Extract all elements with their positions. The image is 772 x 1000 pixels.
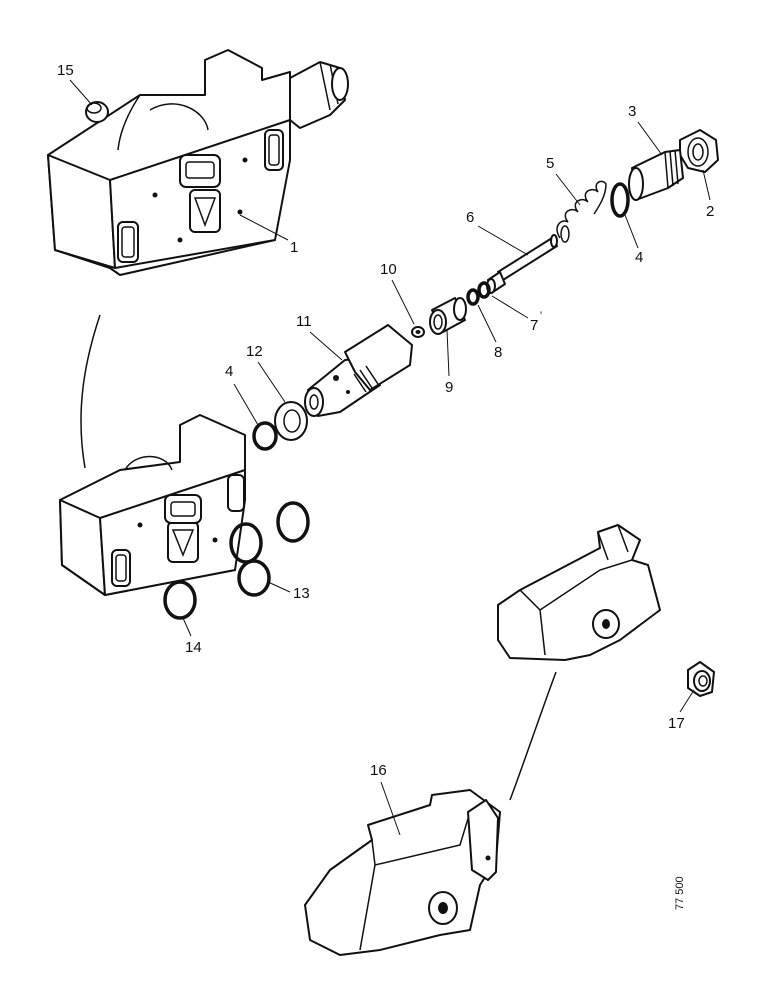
callout-2: 2 bbox=[706, 203, 714, 220]
cap-part-15 bbox=[85, 101, 109, 123]
callout-16: 16 bbox=[370, 762, 387, 779]
callout-17: 17 bbox=[668, 715, 685, 732]
callout-14: 14 bbox=[185, 639, 202, 656]
callout-15: 15 bbox=[57, 62, 74, 79]
leader-12 bbox=[257, 361, 286, 403]
callout-7: 7 bbox=[530, 317, 538, 334]
callout-4-left: 4 bbox=[225, 363, 233, 380]
leader-9 bbox=[446, 329, 450, 377]
o-ring-part-4-right bbox=[610, 182, 630, 218]
callout-12: 12 bbox=[246, 343, 263, 360]
leader-5 bbox=[555, 173, 581, 206]
leader-17 bbox=[679, 689, 695, 713]
plug-part-17 bbox=[687, 661, 715, 697]
leader-8 bbox=[477, 304, 497, 343]
leader-13 bbox=[267, 581, 291, 593]
callout-1: 1 bbox=[290, 239, 298, 256]
leader-14 bbox=[182, 617, 192, 637]
leader-4-right bbox=[624, 214, 639, 249]
callout-13: 13 bbox=[293, 585, 310, 602]
drawing-reference: 77 500 bbox=[674, 876, 686, 910]
o-ring-part-4-left bbox=[252, 421, 278, 451]
callout-8: 8 bbox=[494, 344, 502, 361]
callout-5: 5 bbox=[546, 155, 554, 172]
callout-4-right: 4 bbox=[635, 249, 643, 266]
leader-11 bbox=[309, 331, 343, 361]
nut-part-2 bbox=[679, 129, 719, 173]
sleeve-part-3 bbox=[628, 149, 684, 201]
valve-body-part-1 bbox=[47, 49, 349, 276]
callout-9: 9 bbox=[445, 379, 453, 396]
leader-2 bbox=[702, 169, 711, 201]
spool-part-6 bbox=[486, 234, 558, 294]
valve-body-lower bbox=[59, 414, 246, 596]
leader-4-left bbox=[233, 383, 259, 426]
leader-6 bbox=[477, 225, 529, 256]
sleeve-part-9 bbox=[429, 297, 467, 335]
callout-6: 6 bbox=[466, 209, 474, 226]
leader-1 bbox=[239, 214, 289, 241]
callout-11: 11 bbox=[296, 313, 312, 330]
o-ring-part-13-top-right bbox=[276, 501, 310, 543]
o-ring-part-8 bbox=[466, 288, 480, 306]
callout-10: 10 bbox=[380, 261, 397, 278]
spring-part-5 bbox=[556, 180, 607, 243]
washer-part-12 bbox=[274, 401, 308, 441]
callout-3: 3 bbox=[628, 103, 636, 120]
assembly-arrow-right bbox=[509, 671, 557, 801]
leader-3 bbox=[637, 121, 663, 156]
o-ring-part-14 bbox=[163, 580, 197, 620]
end-cover-part-16 bbox=[304, 789, 501, 956]
leader-7 bbox=[491, 295, 529, 319]
washer-part-7 bbox=[477, 281, 491, 299]
valve-housing-part-11 bbox=[304, 324, 413, 417]
ball-part-10 bbox=[411, 326, 425, 338]
o-ring-part-13 bbox=[237, 559, 271, 597]
leader-15 bbox=[69, 79, 93, 106]
leader-16 bbox=[380, 781, 401, 836]
end-cover-upper bbox=[497, 524, 661, 661]
assembly-arrow-left bbox=[80, 314, 101, 469]
leader-10 bbox=[391, 279, 415, 325]
callout-7-tick: ' bbox=[540, 310, 542, 322]
